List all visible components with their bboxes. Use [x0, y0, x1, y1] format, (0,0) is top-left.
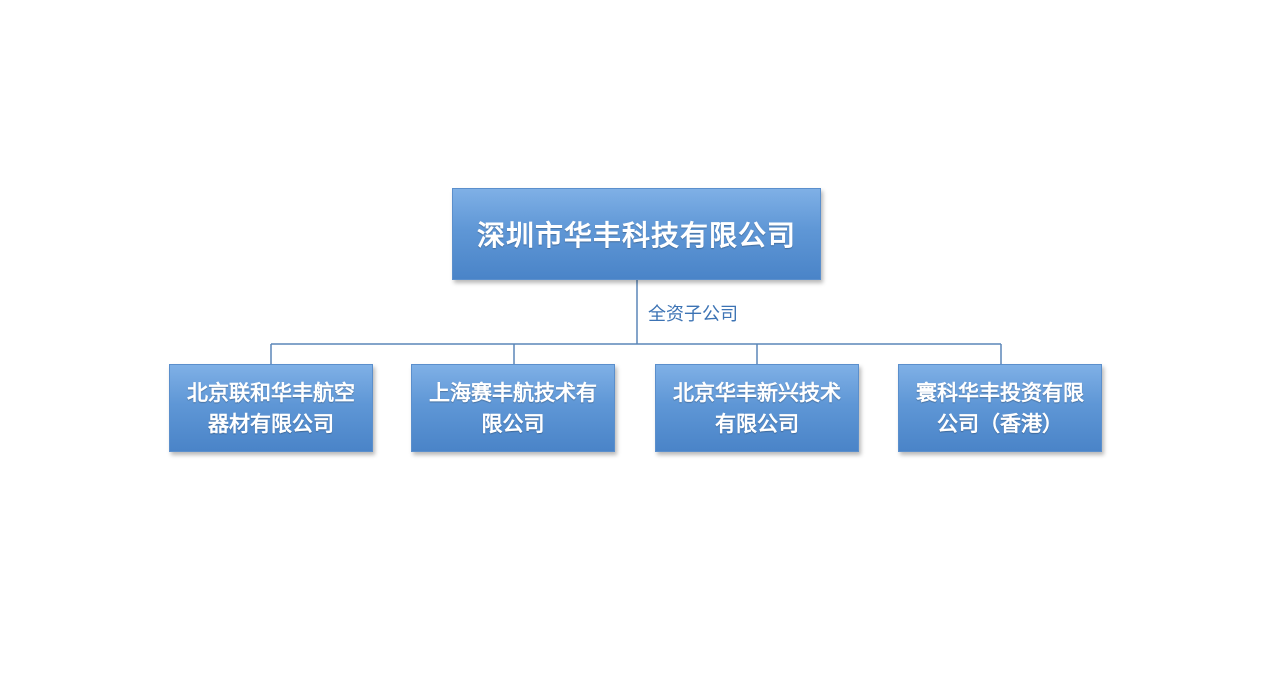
subsidiary-label-line1: 北京华丰新兴技术 — [673, 380, 841, 405]
subsidiary-label-line1: 寰科华丰投资有限 — [916, 380, 1084, 405]
subsidiary-node-shanghai-saifeng: 上海赛丰航技术有 限公司 — [411, 364, 615, 452]
subsidiary-label-line2: 器材有限公司 — [208, 411, 334, 436]
subsidiary-label-line2: 有限公司 — [715, 411, 799, 436]
subsidiary-label-line1: 上海赛丰航技术有 — [429, 380, 597, 405]
subsidiary-label-line2: 限公司 — [481, 411, 545, 436]
root-company-node: 深圳市华丰科技有限公司 — [452, 188, 821, 280]
subsidiary-label-line2: 公司（香港） — [937, 411, 1063, 436]
subsidiary-node-beijing-xinxing: 北京华丰新兴技术 有限公司 — [655, 364, 859, 452]
relation-label: 全资子公司 — [648, 304, 738, 325]
subsidiary-node-huanke-hongkong: 寰科华丰投资有限 公司（香港） — [898, 364, 1102, 452]
root-company-label: 深圳市华丰科技有限公司 — [476, 219, 796, 252]
subsidiary-label-line1: 北京联和华丰航空 — [187, 380, 355, 405]
subsidiary-node-beijing-lianhe: 北京联和华丰航空 器材有限公司 — [169, 364, 373, 452]
